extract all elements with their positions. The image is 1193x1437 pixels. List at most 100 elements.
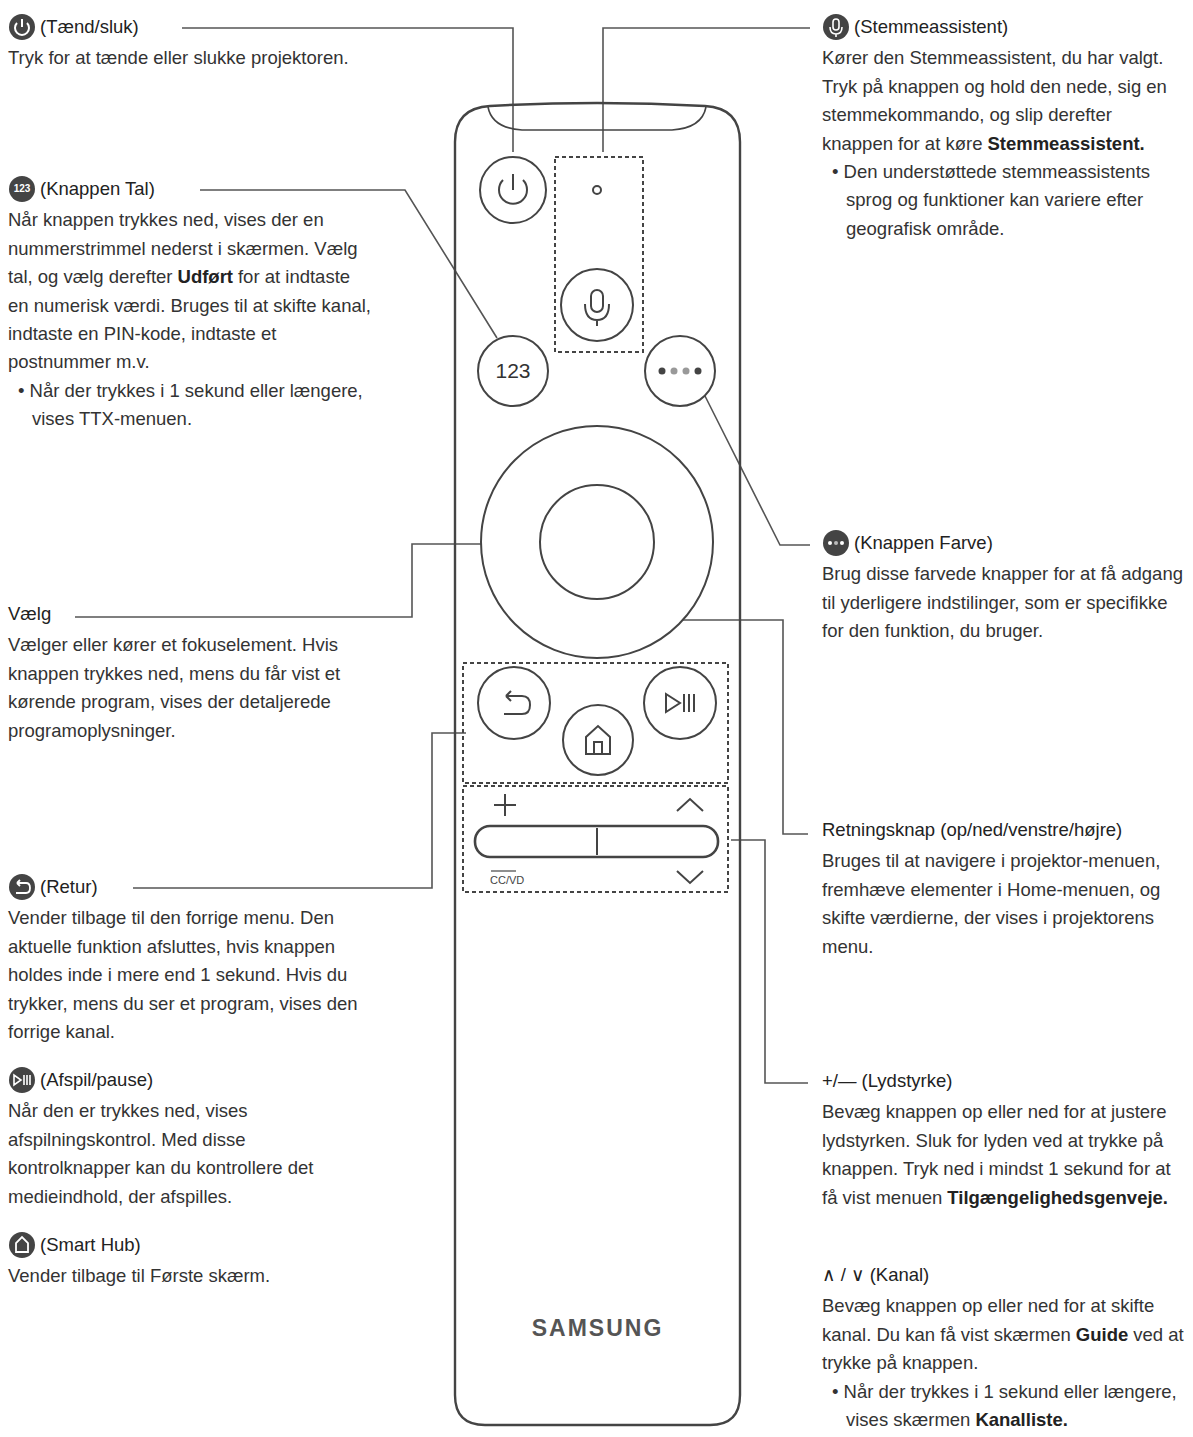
callout-paragraph: Bevæg knappen op eller ned for at skifte…: [822, 1292, 1186, 1377]
drawing-stroke: [731, 840, 808, 1083]
callout-paragraph: • Når der trykkes i 1 sekund eller længe…: [8, 377, 373, 434]
drawing-stroke: [705, 396, 810, 545]
drawing-stroke: [671, 368, 678, 375]
callout-text: Kanalliste.: [975, 1409, 1068, 1430]
drawing-stroke: [504, 691, 530, 714]
drawing-stroke: [677, 799, 703, 811]
drawing-stroke: [830, 27, 842, 37]
callout-heading-text: (Smart Hub): [40, 1234, 141, 1255]
button-caption: CC/VD: [490, 874, 524, 886]
heading-icons: [9, 14, 849, 1258]
drawing-stroke: [463, 786, 728, 892]
drawing-stroke: [488, 107, 706, 130]
drawing-stroke: [475, 826, 718, 857]
drawing-stroke: [9, 14, 35, 40]
drawing-stroke: [540, 485, 654, 599]
drawing-stroke: [659, 368, 666, 375]
callout: VælgVælger eller kører et fokuselement. …: [8, 600, 376, 745]
callout: (Stemmeassistent) Kører den Stemmeassiste…: [822, 13, 1184, 243]
callout-heading: Vælg: [8, 600, 376, 628]
callout-paragraph: Når den er trykkes ned, vises afspilning…: [8, 1097, 373, 1211]
callout-paragraph: • Når der trykkes i 1 sekund eller længe…: [822, 1378, 1186, 1435]
callout-heading: (Smart Hub): [8, 1231, 373, 1259]
callout-text: Brug disse farvede knapper for at få adg…: [822, 563, 1183, 641]
drawing-stroke: [593, 186, 601, 194]
drawing-stroke: [182, 28, 513, 152]
callout-text: Vender tilbage til Første skærm.: [8, 1265, 270, 1286]
callout-paragraph: Bevæg knappen op eller ned for at juster…: [822, 1098, 1184, 1212]
callout-heading: (Stemmeassistent): [822, 13, 1184, 41]
drawing-stroke: [133, 733, 466, 888]
callout-text: Vender tilbage til den forrige menu. Den…: [8, 907, 358, 1042]
button-text: 123: [495, 359, 530, 383]
callout-paragraph: • Den understøttede stemmeassistents spr…: [822, 158, 1184, 243]
callout-heading: Retningsknap (op/ned/venstre/højre): [822, 816, 1186, 844]
drawing-stroke: [16, 880, 30, 893]
drawing-stroke: [677, 871, 703, 883]
callout-heading-text: ∧ / ∨ (Kanal): [822, 1264, 929, 1285]
drawing-stroke: [16, 1237, 28, 1252]
drawing-stroke: [512, 174, 514, 190]
drawing-stroke: [561, 269, 633, 341]
callout-heading-text: (Stemmeassistent): [854, 16, 1008, 37]
callout-text: Udført: [178, 266, 233, 287]
callout-heading: (Tænd/sluk): [8, 13, 373, 41]
callout: (Knappen Farve) Brug disse farvede knappe…: [822, 529, 1186, 646]
drawing-stroke: [15, 19, 29, 35]
drawing-stroke: [834, 541, 838, 545]
drawing-stroke: [591, 290, 603, 312]
drawing-stroke: [645, 336, 715, 406]
callout-paragraph: Vælger eller kører et fokuselement. Hvis…: [8, 631, 376, 745]
callout-heading-text: (Afspil/pause): [40, 1069, 153, 1090]
drawing-stroke: [622, 620, 808, 834]
drawing-stroke: [9, 1232, 35, 1258]
drawing-stroke: [828, 541, 832, 545]
drawing-stroke: [463, 663, 728, 783]
callout: (Retur)Vender tilbage til den forrige me…: [8, 873, 373, 1046]
callout-heading-text: (Knappen Tal): [40, 178, 155, 199]
callout-text: Guide: [1076, 1324, 1128, 1345]
callout-heading-text: (Knappen Farve): [854, 532, 993, 553]
callout-text: Tryk for at tænde eller slukke projektor…: [8, 47, 349, 68]
callout-text: • Når der trykkes i 1 sekund eller længe…: [18, 380, 363, 429]
drawing-stroke: [9, 1067, 35, 1093]
drawing-stroke: [480, 157, 546, 223]
callout: Retningsknap (op/ned/venstre/højre) Bruge…: [822, 816, 1186, 961]
drawing-stroke: [823, 530, 849, 556]
callout-heading-text: +/— (Lydstyrke): [822, 1070, 952, 1091]
drawing-stroke: [455, 103, 740, 1425]
callout-text: Bruges til at navigere i projektor-menue…: [822, 850, 1160, 956]
drawing-stroke: [563, 705, 633, 775]
callout: (Smart Hub) Vender tilbage til Første skæ…: [8, 1231, 373, 1291]
callout-heading: (Knappen Farve): [822, 529, 1186, 557]
remote-body: [455, 103, 740, 1425]
callout-heading: (Afspil/pause): [8, 1066, 373, 1094]
callout: (Afspil/pause) Når den er trykkes ned, vi…: [8, 1066, 373, 1211]
drawing-stroke: [9, 874, 35, 900]
brand-name: SAMSUNG: [455, 1315, 740, 1342]
drawing-stroke: [596, 828, 598, 855]
callout: (Tænd/sluk) Tryk for at tænde eller slukk…: [8, 13, 373, 73]
callout-heading-text: Retningsknap (op/ned/venstre/højre): [822, 819, 1122, 840]
drawing-stroke: [695, 368, 702, 375]
callout-paragraph: Vender tilbage til den forrige menu. Den…: [8, 904, 373, 1046]
callout-paragraph: Kører den Stemmeassistent, du har valgt.…: [822, 44, 1184, 158]
callout-heading: ∧ / ∨ (Kanal): [822, 1261, 1186, 1289]
drawing-stroke: [666, 694, 694, 712]
drawing-stroke: [491, 870, 516, 871]
drawing-stroke: [823, 14, 849, 40]
callout-text: Tilgængelighedsgenveje.: [947, 1187, 1168, 1208]
drawing-stroke: [555, 157, 643, 352]
callout: +/— (Lydstyrke) Bevæg knappen op eller ne…: [822, 1067, 1184, 1212]
callout: 123(Knappen Tal) Når knappen trykkes ned,…: [8, 175, 373, 434]
callout-heading: 123(Knappen Tal): [8, 175, 373, 203]
callout-paragraph: Når knappen trykkes ned, vises der en nu…: [8, 206, 373, 376]
drawing-stroke: [478, 667, 550, 739]
callout-text: • Den understøttede stemmeassistents spr…: [832, 161, 1150, 239]
callout-heading-text: Vælg: [8, 603, 51, 624]
drawing-stroke: [481, 426, 713, 658]
drawing-stroke: [644, 667, 716, 739]
callout-paragraph: Vender tilbage til Første skærm.: [8, 1262, 373, 1290]
callout-text: Stemmeassistent.: [987, 133, 1144, 154]
drawing-stroke: [585, 304, 609, 326]
